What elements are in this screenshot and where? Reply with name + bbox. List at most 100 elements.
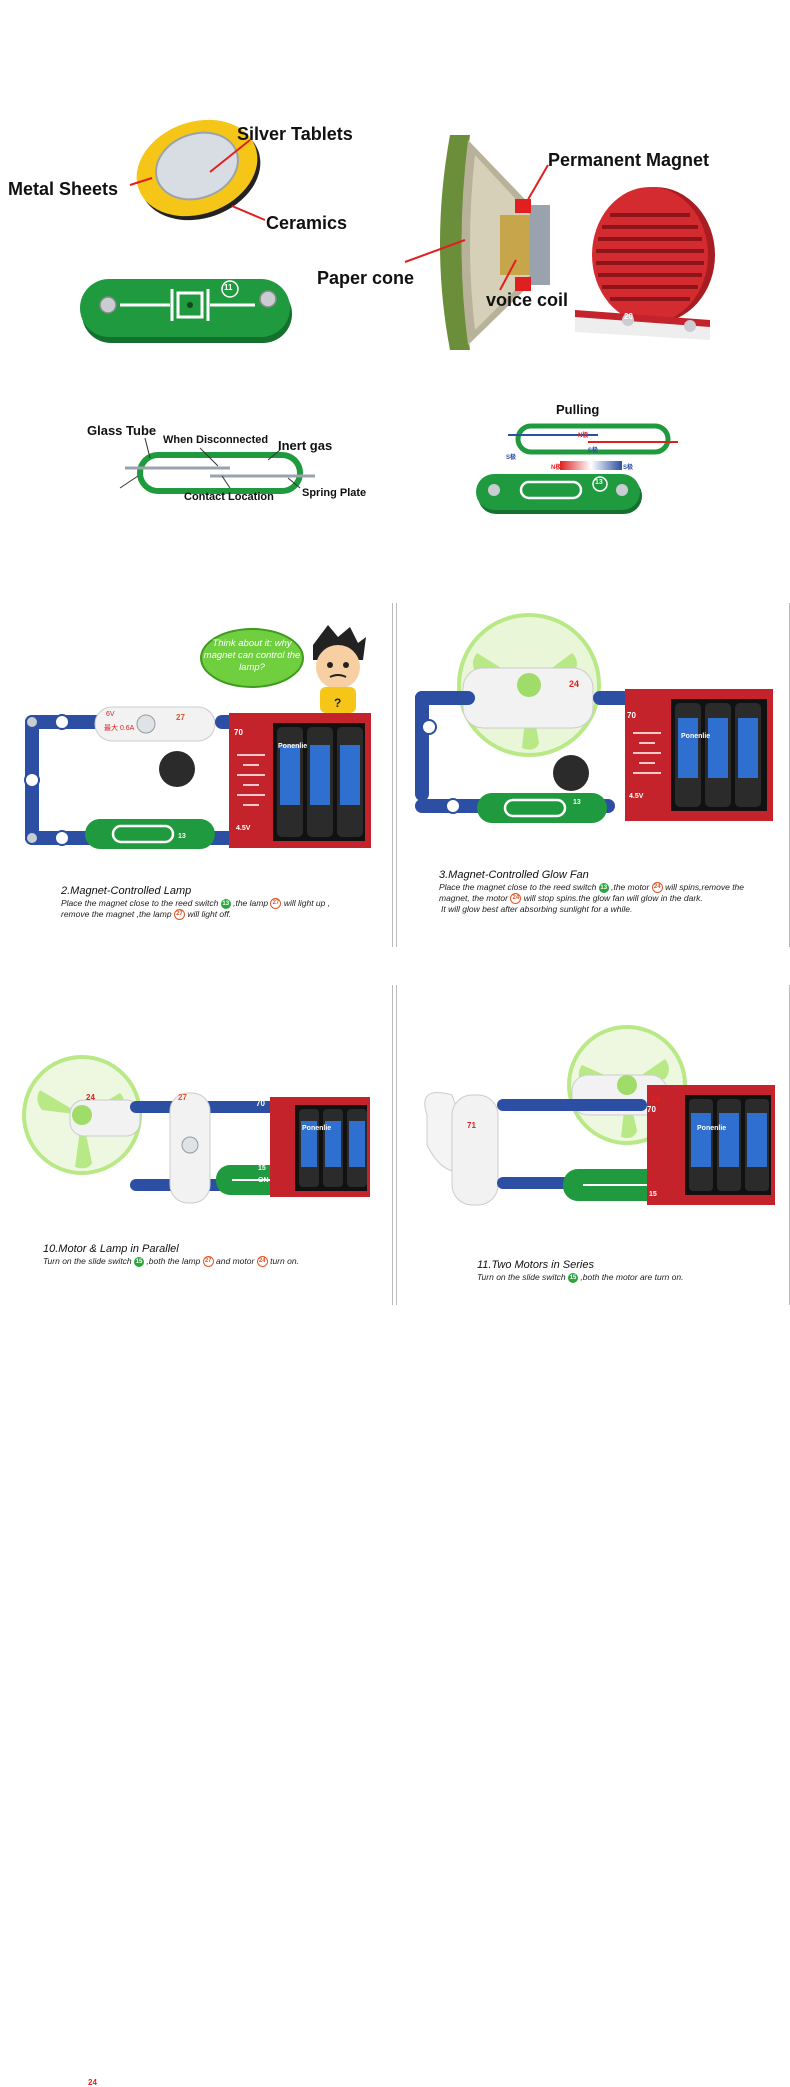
label-n-pole-mid: N极 bbox=[551, 465, 562, 471]
label-s-pole-mid: S极 bbox=[588, 448, 599, 454]
fan-line1: Place the magnet close to the reed switc… bbox=[439, 882, 745, 894]
series-switch-on: ON bbox=[641, 1207, 652, 1214]
label-glass-tube: Glass Tube bbox=[87, 423, 157, 438]
speaker-part bbox=[575, 187, 715, 340]
buzzer-part-number: 11 bbox=[224, 283, 233, 292]
label-s-pole-right: S极 bbox=[623, 465, 634, 471]
reed-board bbox=[476, 474, 642, 514]
parallel-line1b: ,both the lamp bbox=[146, 1256, 201, 1266]
lamp-spec-v: 6V bbox=[106, 711, 115, 718]
speaker-cone bbox=[440, 135, 550, 350]
label-metal-sheets: Metal Sheets bbox=[8, 179, 119, 199]
fan-battery-brand: Ponenlie bbox=[681, 733, 711, 740]
lamp-line2: remove the magnet ,the lamp 27 will ligh… bbox=[61, 909, 232, 921]
lamp-spec-a: 最大 0.6A bbox=[104, 725, 135, 732]
lamp-badge-lamp-2: 27 bbox=[173, 909, 185, 921]
lamp-line1c: will light up , bbox=[283, 898, 331, 908]
lamp-line1a: Place the magnet close to the reed switc… bbox=[61, 898, 219, 908]
parallel-switch-on: ON bbox=[258, 1177, 269, 1184]
series-n-battery: 70 bbox=[647, 1105, 656, 1114]
circuit-parallel bbox=[22, 1055, 370, 1204]
lamp-line1: Place the magnet close to the reed switc… bbox=[61, 898, 331, 910]
panel-magnet-controlled-glow-fan: 24 70 4.5V Ponenlie 13 3.Magnet-Controll… bbox=[396, 603, 790, 947]
fan-n-switch: 13 bbox=[573, 799, 581, 806]
panel-motor-lamp-parallel: 24 27 24 70 Ponenlie 15 ON 10.Motor & La… bbox=[0, 985, 393, 2087]
fan-line3: It will glow best after absorbing sunlig… bbox=[441, 904, 633, 914]
parallel-badge-lamp: 27 bbox=[202, 1256, 214, 1268]
fan-line1b: ,the motor bbox=[611, 882, 650, 892]
label-ceramics: Ceramics bbox=[266, 213, 348, 233]
circuit-fan bbox=[415, 613, 773, 823]
series-n-motor: 24 bbox=[651, 1095, 660, 1104]
parallel-n-motor: 24 bbox=[88, 2078, 97, 2087]
parallel-n-switch: 15 bbox=[258, 1165, 266, 1172]
lamp-battery-voltage: 4.5V bbox=[236, 825, 251, 832]
label-when-disconnected: When Disconnected bbox=[163, 434, 269, 446]
fan-line2b: will stop spins.the glow fan will glow i… bbox=[523, 893, 703, 903]
lamp-n-switch: 13 bbox=[178, 833, 186, 840]
lamp-n-battery: 70 bbox=[234, 728, 243, 737]
think-bubble: Think about it: why magnet can control t… bbox=[200, 628, 304, 688]
parallel-line1c: and motor bbox=[216, 1256, 255, 1266]
label-voice-coil: voice coil bbox=[486, 290, 569, 310]
arrows-reed bbox=[144, 437, 301, 489]
fan-n-battery: 70 bbox=[627, 711, 636, 720]
arrows-speaker bbox=[404, 164, 549, 291]
series-badge-switch: 15 bbox=[568, 1272, 579, 1283]
lamp-line1b: ,the lamp bbox=[233, 898, 269, 908]
arrows-buzzer bbox=[129, 139, 266, 221]
label-contact-location: Contact Location bbox=[184, 491, 274, 503]
fan-badge-motor-2: 24 bbox=[510, 893, 522, 905]
series-n-motor2: 71 bbox=[467, 1121, 476, 1130]
parallel-line1: Turn on the slide switch 15 ,both the la… bbox=[43, 1256, 299, 1268]
speaker-part-number: 20 bbox=[624, 312, 633, 321]
series-line1a: Turn on the slide switch bbox=[477, 1272, 566, 1282]
label-pulling: Pulling bbox=[556, 402, 600, 417]
boy-mascot: ? bbox=[313, 625, 366, 713]
lamp-badge-switch: 13 bbox=[220, 898, 231, 909]
parallel-battery-brand: Ponenlie bbox=[302, 1125, 332, 1132]
lamp-badge-lamp: 27 bbox=[270, 898, 282, 910]
label-spring-plate: Spring Plate bbox=[302, 487, 367, 499]
parallel-title: 10.Motor & Lamp in Parallel bbox=[43, 1243, 179, 1255]
parallel-n-motor-tag: 24 bbox=[86, 1093, 95, 1102]
panel-two-motors-series: 71 24 70 Ponenlie OFF ON 15 11.Two Motor… bbox=[396, 985, 790, 1305]
label-s-pole-left: S极 bbox=[506, 455, 517, 461]
magnet-bar bbox=[560, 461, 622, 470]
series-line1b: ,both the motor are turn on. bbox=[580, 1272, 684, 1282]
fan-line2a: magnet, the motor bbox=[439, 893, 508, 903]
lamp-line2a: remove the magnet ,the lamp bbox=[61, 909, 172, 919]
parallel-n-lamp: 27 bbox=[178, 1093, 187, 1102]
label-paper-cone: Paper cone bbox=[317, 268, 415, 288]
lamp-line2b: will light off. bbox=[187, 909, 232, 919]
fan-badge-switch: 13 bbox=[598, 882, 609, 893]
series-title: 11.Two Motors in Series bbox=[477, 1259, 594, 1271]
parallel-badge-switch: 15 bbox=[134, 1256, 145, 1267]
reed-part-number: 13 bbox=[595, 479, 603, 486]
buzzer-board bbox=[80, 279, 292, 343]
fan-badge-motor: 24 bbox=[651, 882, 663, 894]
fan-battery-voltage: 4.5V bbox=[629, 793, 644, 800]
parallel-line1d: turn on. bbox=[270, 1256, 299, 1266]
label-permanent-magnet: Permanent Magnet bbox=[548, 150, 710, 170]
fan-line2: magnet, the motor 24 will stop spins.the… bbox=[439, 893, 703, 905]
lamp-title: 2.Magnet-Controlled Lamp bbox=[61, 885, 192, 897]
fan-title: 3.Magnet-Controlled Glow Fan bbox=[439, 869, 589, 881]
circuit-series bbox=[424, 1025, 775, 1206]
piezo-disc bbox=[136, 119, 261, 221]
fan-n-motor: 24 bbox=[569, 679, 580, 689]
fan-line1a: Place the magnet close to the reed switc… bbox=[439, 882, 597, 892]
series-battery-brand: Ponenlie bbox=[697, 1125, 727, 1132]
lamp-battery-brand: Ponenlie bbox=[278, 743, 308, 750]
reed-tube bbox=[119, 452, 315, 494]
lamp-n-lamp: 27 bbox=[176, 713, 185, 722]
label-silver-tablets: Silver Tablets bbox=[237, 124, 353, 144]
svg-text:?: ? bbox=[334, 696, 341, 710]
fan-line1c: will spins,remove the bbox=[665, 882, 745, 892]
label-inert-gas: Inert gas bbox=[278, 438, 333, 453]
panel-magnet-controlled-lamp: Think about it: why magnet can control t… bbox=[0, 603, 393, 947]
series-switch-off: OFF bbox=[571, 1207, 585, 1214]
label-n-pole-top: N极 bbox=[578, 433, 589, 439]
series-n-switch: 15 bbox=[649, 1191, 657, 1198]
parallel-n-battery: 70 bbox=[256, 1099, 265, 1108]
